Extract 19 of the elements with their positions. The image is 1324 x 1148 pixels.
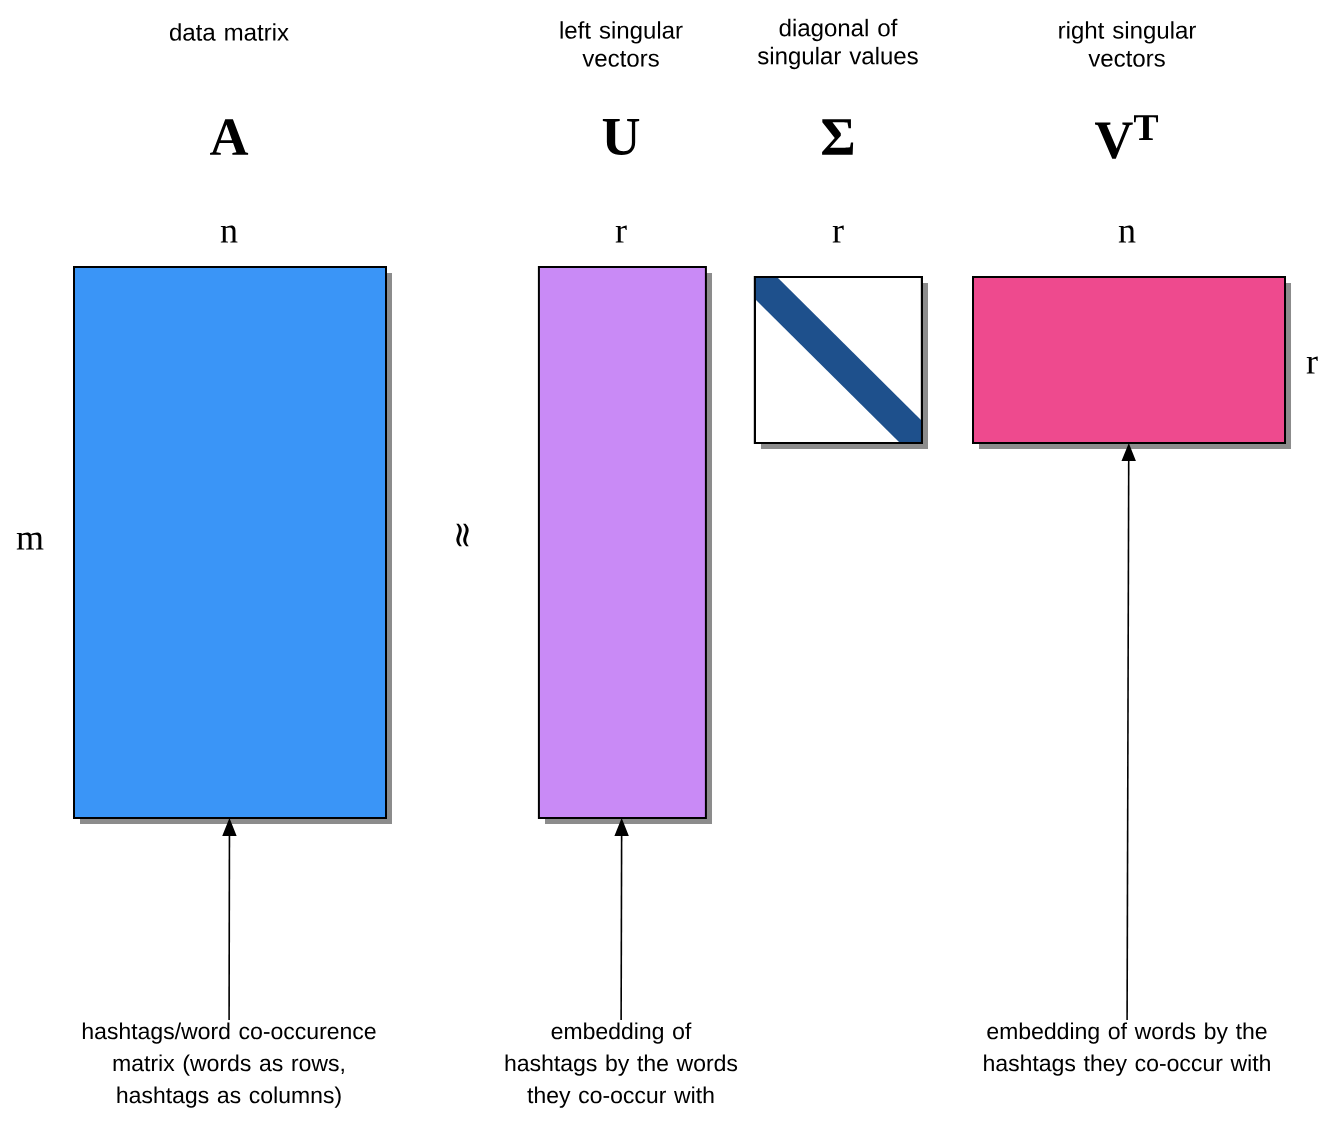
matrix-caption: diagonal of singular values bbox=[757, 18, 918, 70]
matrix-rectangle bbox=[972, 276, 1291, 449]
matrix-rectangle bbox=[73, 265, 392, 824]
description-text: embedding of words by the hashtags they co-occur with bbox=[984, 1022, 1270, 1076]
matrix-caption: data matrix bbox=[170, 23, 289, 41]
description-text: hashtags/word co-occurence matrix (words as rows, hashtags as columns) bbox=[82, 1022, 376, 1108]
matrix-symbol: A bbox=[210, 119, 249, 155]
matrix-symbol: U bbox=[602, 119, 640, 155]
description-text: embedding of hashtags by the words they co-occur with bbox=[505, 1022, 738, 1108]
approx-sign: ≈ bbox=[456, 523, 469, 547]
matrix-symbol: Σ bbox=[822, 119, 854, 155]
matrix-rectangle bbox=[537, 265, 712, 824]
matrix-caption: right singular vectors bbox=[1059, 21, 1196, 67]
matrix-symbol: V$^{T}$ bbox=[1095, 115, 1158, 159]
dimension-label: m bbox=[16, 532, 44, 550]
diagonal-matrix bbox=[753, 276, 928, 449]
dimension-label: r bbox=[832, 225, 844, 243]
dimension-label: n bbox=[1118, 225, 1136, 243]
matrix-caption: left singular vectors bbox=[560, 21, 683, 67]
